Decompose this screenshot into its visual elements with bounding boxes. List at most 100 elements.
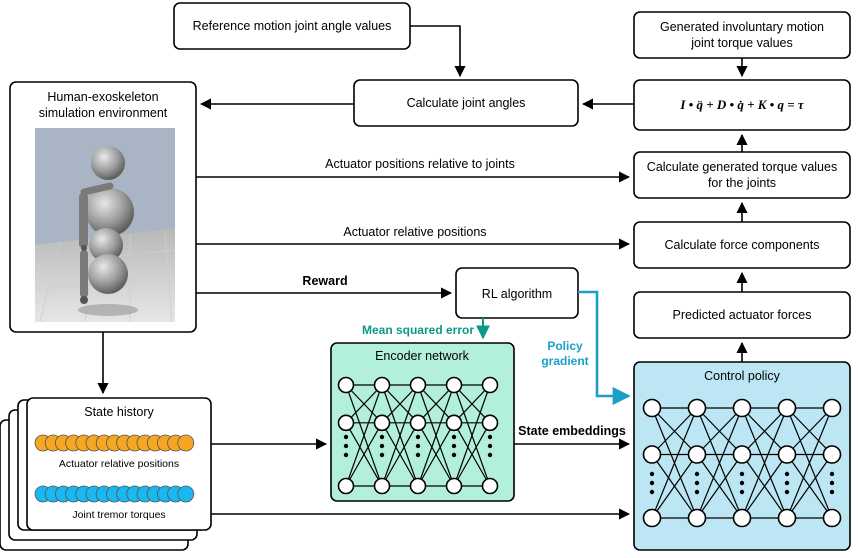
nn-node: [445, 414, 463, 432]
dynamics-equation: I • q̈ + D • q̇ + K • q = τ: [679, 97, 804, 112]
calculate-torque-box: Calculate generated torque values for th…: [633, 151, 851, 199]
nn-connection: [651, 454, 698, 519]
nn-ellipsis-dot: [784, 480, 790, 486]
nn-connection: [453, 384, 491, 487]
nn-node: [642, 398, 662, 418]
nn-node: [445, 376, 463, 394]
nn-connection: [381, 384, 419, 424]
nn-ellipsis-dot: [415, 443, 421, 449]
edge-label-gradient: gradient: [541, 354, 588, 368]
nn-connection: [741, 454, 788, 519]
actuator-positions-circles: [34, 434, 195, 452]
state-history-label: State history: [84, 405, 154, 419]
nn-connection: [453, 422, 491, 487]
nn-connection: [345, 384, 383, 424]
nn-ellipsis-dot: [379, 434, 385, 440]
nn-connection: [696, 407, 743, 519]
rl-algorithm-label: RL algorithm: [482, 287, 552, 301]
nn-ellipsis-dot: [694, 489, 700, 495]
nn-node: [642, 508, 662, 528]
calculate-force-box: Calculate force components: [633, 221, 851, 269]
nn-ellipsis-dot: [451, 443, 457, 449]
nn-ellipsis-dot: [487, 443, 493, 449]
calculate-joint-angles-label: Calculate joint angles: [407, 96, 526, 110]
nn-ellipsis-dot: [829, 489, 835, 495]
encoder-network-label: Encoder network: [375, 349, 470, 363]
control-policy-nn-graphic: [642, 398, 842, 528]
nn-connection: [651, 407, 698, 455]
nn-connection: [417, 384, 455, 487]
nn-connection: [696, 407, 743, 455]
nn-node: [642, 445, 662, 464]
nn-node: [373, 376, 391, 394]
nn-connection: [786, 454, 833, 519]
nn-connection: [741, 407, 788, 519]
nn-ellipsis-dot: [487, 434, 493, 440]
edge-label-reward: Reward: [302, 274, 347, 288]
nn-connection: [417, 422, 455, 487]
nn-node: [687, 508, 707, 528]
nn-ellipsis-dot: [379, 443, 385, 449]
nn-ellipsis-dot: [415, 434, 421, 440]
nn-node: [337, 477, 355, 495]
calculate-force-label: Calculate force components: [665, 238, 820, 252]
predicted-forces-label: Predicted actuator forces: [673, 308, 812, 322]
actuator-position-circle: [177, 434, 195, 452]
arrow-reference-to-joint-angles: [410, 25, 466, 78]
nn-ellipsis-dot: [784, 489, 790, 495]
nn-node: [445, 477, 463, 495]
nn-node: [373, 414, 391, 432]
reference-motion-box: Reference motion joint angle values: [173, 2, 411, 50]
nn-node: [373, 477, 391, 495]
nn-node: [409, 414, 427, 432]
control-policy-box: Control policy: [633, 361, 851, 551]
nn-ellipsis-dot: [379, 452, 385, 458]
nn-node: [732, 398, 752, 418]
nn-connection: [696, 454, 743, 519]
nn-node: [481, 414, 499, 432]
nn-connection: [345, 422, 383, 487]
nn-node: [777, 508, 797, 528]
nn-node: [822, 398, 842, 418]
nn-node: [777, 445, 797, 464]
state-history-stack: State history Actuator relative position…: [0, 397, 212, 551]
encoder-nn-graphic: [337, 376, 499, 495]
nn-ellipsis-dot: [415, 452, 421, 458]
nn-connection: [381, 422, 419, 487]
joint-tremor-torques-label: Joint tremor torques: [72, 509, 165, 521]
nn-node: [732, 508, 752, 528]
nn-node: [337, 414, 355, 432]
nn-connection: [453, 384, 491, 424]
equation-box: I • q̈ + D • q̇ + K • q = τ: [633, 79, 851, 131]
nn-node: [687, 445, 707, 464]
simulation-render: [34, 128, 176, 323]
nn-node: [822, 445, 842, 464]
human-exoskeleton-label-1: Human-exoskeleton: [47, 90, 158, 104]
edge-label-state-embeddings: State embeddings: [518, 424, 626, 438]
joint-tremor-circles: [34, 485, 195, 503]
nn-ellipsis-dot: [694, 480, 700, 486]
nn-connection: [786, 407, 833, 519]
calculate-torque-label-2: for the joints: [708, 176, 776, 190]
nn-node: [777, 398, 797, 418]
nn-connection: [381, 384, 419, 487]
nn-ellipsis-dot: [343, 434, 349, 440]
nn-node: [481, 376, 499, 394]
nn-ellipsis-dot: [829, 480, 835, 486]
nn-ellipsis-dot: [694, 471, 700, 477]
human-exoskeleton-box: Human-exoskeleton simulation environment: [9, 81, 197, 333]
nn-ellipsis-dot: [343, 452, 349, 458]
nn-connection: [417, 384, 455, 424]
rl-algorithm-box: RL algorithm: [455, 267, 579, 319]
nn-ellipsis-dot: [739, 489, 745, 495]
nn-connection: [651, 407, 698, 519]
nn-ellipsis-dot: [649, 480, 655, 486]
nn-ellipsis-dot: [451, 452, 457, 458]
reference-motion-label: Reference motion joint angle values: [193, 19, 392, 33]
nn-node: [822, 508, 842, 528]
human-exoskeleton-label-2: simulation environment: [39, 106, 168, 120]
nn-ellipsis-dot: [649, 471, 655, 477]
joint-tremor-circle: [177, 485, 195, 503]
nn-ellipsis-dot: [739, 471, 745, 477]
